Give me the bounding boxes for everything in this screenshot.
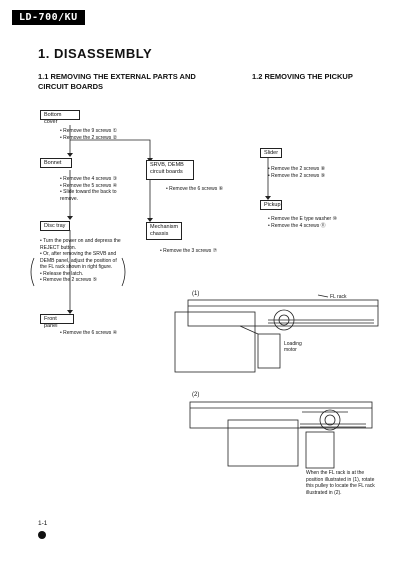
- front-panel-box: Front panel: [40, 314, 74, 329]
- srvb-steps: Remove the 6 screws ⑥: [166, 186, 246, 193]
- bonnet-steps: Remove the 4 screws ③ Remove the 5 screw…: [60, 176, 132, 202]
- step: Slide toward the back to remove.: [60, 189, 132, 202]
- front-panel-steps: Remove the 6 screws ④: [60, 330, 140, 337]
- bottom-cover-steps: Remove the 9 screws ① Remove the 2 screw…: [60, 128, 140, 141]
- disc-tray-steps: Turn the power on and depress the REJECT…: [40, 238, 122, 284]
- step: Release the latch.: [40, 271, 122, 278]
- figure-2-label: (2): [192, 392, 200, 398]
- step: Remove the 2 screws ⑧: [268, 166, 348, 173]
- slider-steps: Remove the 2 screws ⑧ Remove the 2 screw…: [268, 166, 348, 179]
- disc-tray-box: Disc tray: [40, 221, 70, 231]
- pickup-steps: Remove the E type washer ⑩ Remove the 4 …: [268, 216, 358, 229]
- subsection-1-title: 1.1 REMOVING THE EXTERNAL PARTS AND CIRC…: [38, 72, 196, 91]
- subsection-2-title: 1.2 REMOVING THE PICKUP: [252, 72, 353, 81]
- step: Turn the power on and depress the REJECT…: [40, 238, 122, 251]
- step: Or, after removing the SRVB and DEMB pan…: [40, 251, 122, 271]
- mechanism-box: Mechanism chassis: [146, 222, 182, 240]
- page-number: 1-1: [38, 520, 48, 527]
- loading-motor-label: Loading motor: [284, 341, 302, 353]
- slider-box: Slider: [260, 148, 282, 158]
- step: Remove the 3 screws ⑦: [160, 248, 240, 255]
- step: Remove the 2 screws ⑨: [268, 173, 348, 180]
- figure-1-label: (1): [192, 291, 200, 297]
- step: Remove the 5 screws ④: [60, 183, 132, 190]
- bonnet-box: Bonnet: [40, 158, 72, 168]
- srvb-box: SRVB, DEMB circuit boards: [146, 160, 194, 180]
- step: Remove the 2 screws ⑤: [40, 277, 122, 284]
- step: Remove the 2 screws ②: [60, 135, 140, 142]
- step: Remove the 6 screws ⑥: [166, 186, 246, 193]
- step: Remove the 4 screws ③: [60, 176, 132, 183]
- pickup-box: Pickup: [260, 200, 282, 210]
- step: Remove the E type washer ⑩: [268, 216, 358, 223]
- step: Remove the 9 screws ①: [60, 128, 140, 135]
- mechanism-steps: Remove the 3 screws ⑦: [160, 248, 240, 255]
- page-marker-icon: [38, 531, 46, 539]
- step: Remove the 6 screws ④: [60, 330, 140, 337]
- model-tag: LD-700/KU: [12, 10, 85, 25]
- section-title: 1. DISASSEMBLY: [38, 46, 153, 61]
- step: Remove the 4 screws ⑪: [268, 223, 358, 230]
- figure-caption: When the FL rack is at the position illu…: [306, 470, 375, 496]
- fl-rack-label: FL rack: [330, 294, 347, 300]
- bottom-cover-box: Bottom cover: [40, 110, 80, 125]
